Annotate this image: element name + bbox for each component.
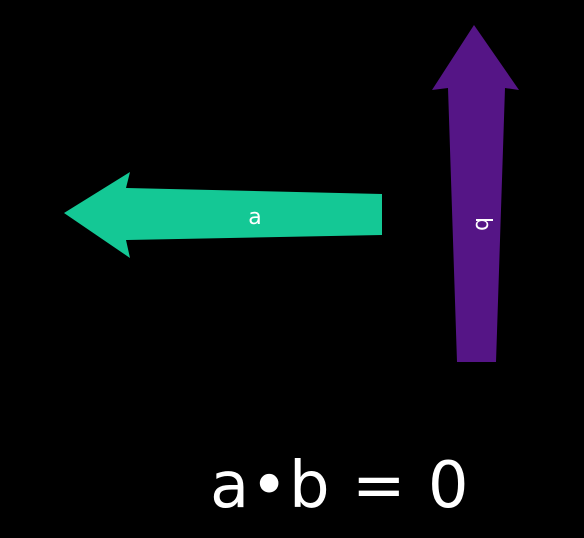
vector-a-arrow: a <box>64 172 382 258</box>
vector-a-label: a <box>248 205 261 230</box>
dot-product-equation: a•b = 0 <box>210 449 470 523</box>
vector-b-label: b <box>470 217 495 231</box>
vector-b-arrow: b <box>432 25 519 362</box>
vector-b-shape <box>432 25 519 362</box>
vector-a-shape <box>64 172 382 258</box>
